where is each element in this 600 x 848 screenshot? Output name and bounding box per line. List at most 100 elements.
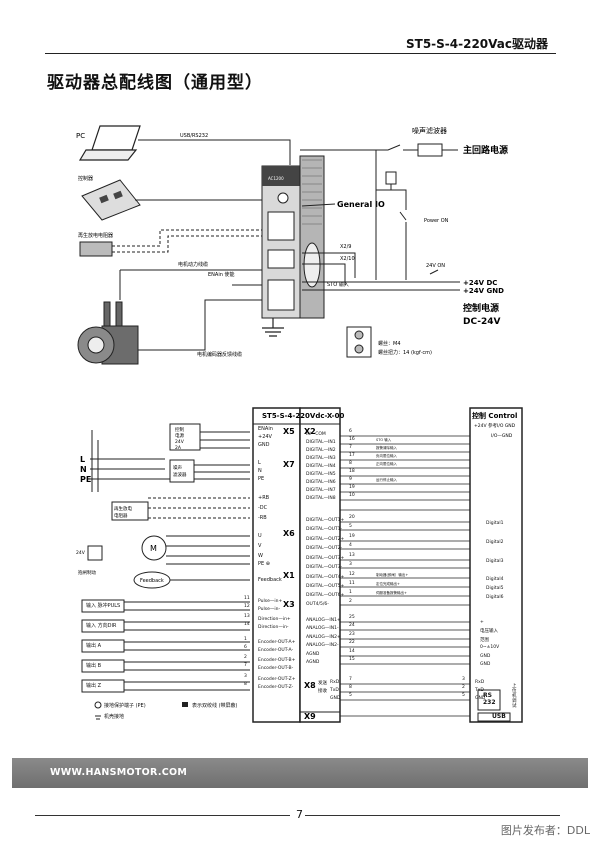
general-io-label: General IO: [337, 200, 385, 209]
control-sub: +24V 参考I/O GND: [474, 422, 516, 429]
analog-right-label: GND: [480, 654, 491, 659]
analog-number: 15: [349, 657, 355, 662]
rs232-right-pin: TxD: [475, 688, 484, 693]
x7-pin: PE: [258, 476, 265, 482]
x3-pin-number: 14: [244, 622, 250, 627]
analog-number: 14: [349, 649, 355, 654]
24v-on-label: 24V ON: [426, 263, 445, 269]
sto-input-label: STO 输入: [327, 281, 349, 288]
digital-output-label: Digital2: [486, 540, 504, 545]
legend-frame-icon: [95, 715, 101, 720]
section-title: 驱动器总配线图（通用型）: [47, 73, 263, 93]
legend-shield-icon: [182, 702, 188, 707]
upper-pc-label: 上位机调试: [512, 684, 517, 709]
rs232-left-number: 7: [349, 677, 352, 682]
rs232-left-pin: TxD: [330, 688, 339, 693]
control-title: 控制 Control: [472, 411, 517, 420]
analog-right-label: 0~±10V: [480, 645, 500, 650]
brake-label: 抱闸制动: [78, 569, 96, 576]
x2-input-number: 7: [349, 445, 352, 450]
x2-input-pin: DIGITAL—IN6: [306, 480, 336, 485]
x2-input-number: 8: [349, 461, 352, 466]
x3-pin-number: 7: [244, 663, 247, 668]
controller-label: 控制器: [78, 175, 93, 182]
x6-pin: V: [258, 543, 262, 549]
x2-output-pin: DIGITAL—OUT5+: [306, 584, 345, 589]
motor-power-line-label: 电机动力线缆: [178, 261, 208, 268]
x2-output-pin: DIGITAL—OUT1-: [306, 527, 343, 532]
x9-label: X9: [304, 712, 316, 721]
noise-filter-label: 噪声滤波器: [412, 126, 447, 135]
x2-output-pin: DIGITAL—OUT1+: [306, 518, 345, 523]
page-rule-right: [305, 815, 560, 816]
n-label: N: [80, 465, 87, 474]
x2-input-pin: DIGITAL—IN1: [306, 440, 336, 445]
encoder-line-label: 电机编码器反馈线缆: [197, 351, 242, 358]
x5-pin: GND: [258, 442, 270, 448]
screw-torque-label: 螺丝扭力：14 (kgf·cm): [378, 349, 432, 356]
x7-label: X7: [283, 460, 295, 469]
drive-badge: AC1200: [268, 176, 284, 181]
x6-pin: PE ⊕: [258, 561, 270, 567]
legend-ground-icon: [94, 701, 102, 709]
feedback-encoder-icon: [133, 571, 171, 589]
analog-number: 25: [349, 615, 355, 620]
pulse-io-label: 输出 A: [86, 643, 102, 649]
x2-input-number: 18: [349, 469, 355, 474]
plus24-dc-label: +24V DC: [463, 279, 497, 287]
servo-motor-icon: [77, 301, 139, 365]
x3-pin: Encoder-OUT-A+: [258, 640, 296, 645]
x6-pin: W: [258, 553, 263, 559]
pulse-io-label: 输出 B: [86, 663, 102, 669]
x2-output-pin: OUT4/5/6-: [306, 602, 329, 607]
analog-right-label: GND: [480, 662, 491, 667]
digital-output-label: Digital6: [486, 595, 504, 600]
x3-pin-number: 12: [244, 604, 250, 609]
io-gnd-label: I/O—GND: [491, 433, 513, 439]
rs232-left-pin: GND: [330, 696, 341, 701]
x3-pin-number: 11: [244, 596, 250, 601]
x5-pin: ENAin: [258, 426, 273, 432]
regen-box-label: 再生放电: [114, 505, 132, 512]
x7-pin: +RB: [258, 495, 270, 501]
x7-pin: -DC: [258, 505, 268, 511]
x7-pin: L: [258, 460, 261, 466]
ctrl-power-box-label: 控制: [175, 426, 184, 433]
noise-box-label2: 滤波器: [173, 471, 187, 478]
pe-label: PE: [80, 475, 91, 484]
regen-resistor-label: 再生放电电阻器: [78, 232, 113, 239]
x2-input-number: 9: [349, 477, 352, 482]
x3-pin: Direction—in+: [258, 617, 291, 622]
x2-output-number: 3: [349, 562, 352, 567]
ctrl-power-label: 控制电源: [463, 302, 499, 314]
x3-pin: Encoder-OUT-Z-: [258, 685, 294, 690]
x2-output-pin: DIGITAL—OUT4+: [306, 575, 345, 580]
x6-pin: U: [258, 533, 262, 539]
rs232-box: RS 232: [483, 692, 496, 706]
x2-output-desc: 伺服准备报警输出+: [376, 591, 407, 595]
pulse-io-label: 输出 Z: [86, 683, 102, 689]
x2-output-number: 11: [349, 581, 355, 586]
x3-pin: Direction—in-: [258, 625, 289, 630]
x2-input-pin: DIGITAL—IN5: [306, 472, 336, 477]
analog-right-label: +: [480, 620, 484, 625]
x2-output-desc: 制动器(即闸）输出+: [376, 573, 409, 577]
ctrl-power-box-voltage: 24V: [175, 439, 185, 445]
x3-label: X3: [283, 600, 295, 609]
x2-input-pin: DIGITAL—IN2: [306, 448, 336, 453]
analog-right-label: 电压输入: [480, 629, 498, 634]
feedback-label: Feedback: [140, 578, 164, 584]
usb-box-label: USB: [492, 713, 506, 720]
legend-shield-label: 表示双绞线 (带屏蔽): [192, 703, 238, 709]
x2-output-number: 12: [349, 572, 355, 577]
x2-output-number: 20: [349, 515, 355, 520]
x5-label: X5: [283, 427, 295, 436]
screw-size-label: 螺丝：M4: [378, 340, 401, 347]
motor-symbol-icon: [141, 535, 167, 561]
noise-filter-icon: [417, 143, 443, 157]
x2-input-number: 19: [349, 485, 355, 490]
rs232-right-pin: GND: [475, 696, 486, 701]
servo-drive-icon: [261, 155, 325, 319]
x8-label: X8: [304, 681, 316, 690]
l-label: L: [80, 455, 85, 464]
